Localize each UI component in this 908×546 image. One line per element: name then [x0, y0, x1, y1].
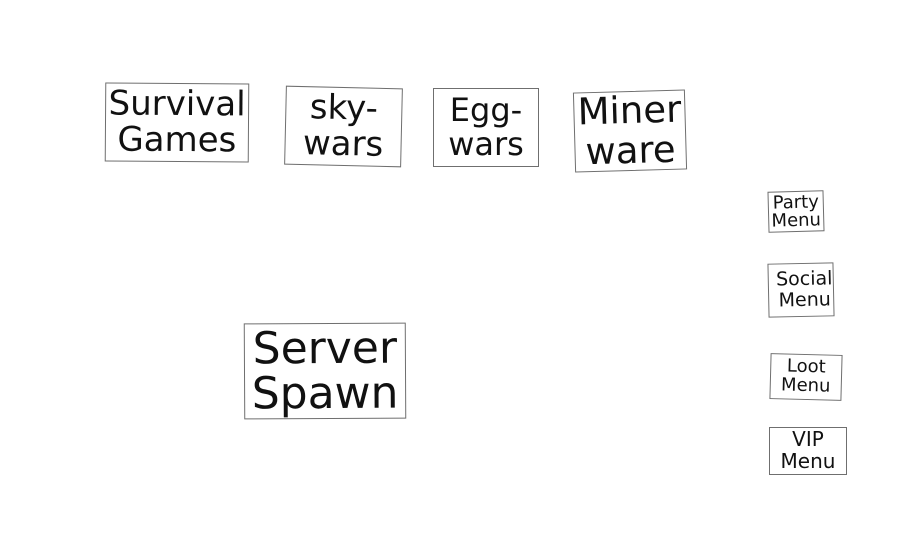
minerware-label-line1: Miner	[577, 87, 682, 134]
party-menu-button[interactable]: Party Menu	[767, 190, 825, 233]
minerware-button[interactable]: Miner ware	[572, 87, 688, 174]
loot-menu-label-line2: Menu	[780, 374, 831, 397]
social-menu-label-line2: Menu	[778, 288, 832, 312]
server-spawn-label-line2: Spawn	[251, 367, 399, 420]
minerware-label-line2: ware	[584, 127, 677, 174]
survival-games-label-line2: Games	[117, 119, 237, 160]
eggwars-label-line1: Egg-	[449, 90, 523, 129]
server-spawn-button[interactable]: Server Spawn	[243, 322, 407, 420]
skywars-label-line1: sky-	[309, 87, 379, 129]
loot-menu-button[interactable]: Loot Menu	[769, 353, 843, 401]
social-menu-button[interactable]: Social Menu	[767, 262, 835, 318]
vip-menu-label-line2: Menu	[780, 449, 836, 473]
vip-menu-label-line1: VIP	[792, 427, 824, 452]
skywars-label-line2: wars	[302, 122, 384, 165]
survival-games-button[interactable]: Survival Games	[104, 82, 250, 163]
party-menu-label-line2: Menu	[771, 208, 822, 232]
eggwars-label-line2: wars	[448, 124, 524, 163]
survival-games-label-line1: Survival	[108, 84, 246, 125]
server-spawn-label-line1: Server	[252, 322, 398, 375]
skywars-button[interactable]: sky- wars	[284, 85, 403, 168]
social-menu-label-line1: Social	[775, 267, 833, 292]
vip-menu-button[interactable]: VIP Menu	[769, 427, 847, 475]
eggwars-button[interactable]: Egg- wars	[433, 88, 539, 167]
